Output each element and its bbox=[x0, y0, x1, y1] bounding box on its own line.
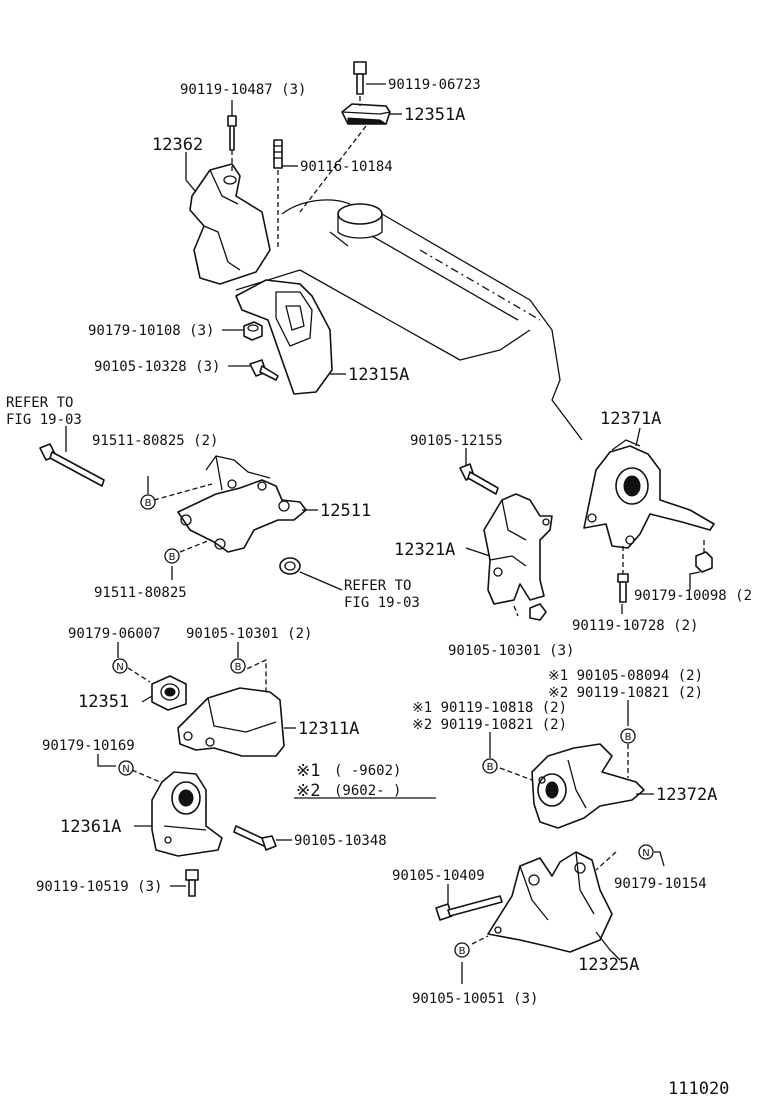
stud-90116-10184 bbox=[273, 139, 283, 169]
label-12511: 12511 bbox=[320, 501, 371, 521]
label-90119-10728: 90119-10728 (2) bbox=[572, 618, 698, 634]
bolt-90119-10487 bbox=[227, 115, 237, 151]
label-90179-10154: 90179-10154 bbox=[614, 876, 707, 892]
label-90119-10519: 90119-10519 (3) bbox=[36, 879, 162, 895]
svg-text:N: N bbox=[116, 662, 123, 673]
engine-block bbox=[235, 199, 583, 441]
badge-b-3: B bbox=[230, 658, 246, 674]
note-range-2: (9602- ) bbox=[334, 783, 401, 799]
badge-b-2: B bbox=[164, 548, 180, 564]
label-91511-80825-2: 91511-80825 (2) bbox=[92, 433, 218, 449]
label-90105-10409: 90105-10409 bbox=[392, 868, 485, 884]
bolt-91511-80825-long bbox=[39, 443, 105, 487]
label-90179-10108: 90179-10108 (3) bbox=[88, 323, 214, 339]
note-range-1: ( -9602) bbox=[334, 763, 401, 779]
bracket-12321A bbox=[483, 493, 553, 605]
badge-n-2: N bbox=[118, 760, 134, 776]
svg-text:B: B bbox=[169, 552, 176, 563]
bushing-12351 bbox=[151, 675, 187, 711]
badge-n-1: N bbox=[112, 658, 128, 674]
label-90105-10348: 90105-10348 bbox=[294, 833, 387, 849]
label-12325A: 12325A bbox=[578, 955, 639, 975]
label-12362: 12362 bbox=[152, 135, 203, 155]
label-90105-10051: 90105-10051 (3) bbox=[412, 991, 538, 1007]
mount-12371A bbox=[583, 439, 715, 549]
svg-text:B: B bbox=[459, 946, 466, 957]
bracket-12511 bbox=[177, 455, 307, 553]
bracket-12311A bbox=[177, 687, 285, 757]
bushing-refer bbox=[279, 557, 301, 575]
nut-90179-10098 bbox=[695, 551, 713, 573]
label-90179-10098: 90179-10098 (2 bbox=[634, 588, 752, 604]
label-12311A: 12311A bbox=[298, 719, 359, 739]
svg-text:N: N bbox=[122, 764, 129, 775]
label-refer-to-2: REFER TO bbox=[344, 578, 411, 594]
svg-text:N: N bbox=[642, 848, 649, 859]
nut-90105-10301-3 bbox=[529, 603, 547, 621]
bolt-90119-06723 bbox=[353, 61, 367, 95]
badge-b-5: B bbox=[482, 758, 498, 774]
label-90116-10184: 90116-10184 bbox=[300, 159, 393, 175]
label-91511-80825: 91511-80825 bbox=[94, 585, 187, 601]
label-90105-12155: 90105-12155 bbox=[410, 433, 503, 449]
label-12351: 12351 bbox=[78, 692, 129, 712]
label-12351A: 12351A bbox=[404, 105, 465, 125]
label-90179-10169: 90179-10169 bbox=[42, 738, 135, 754]
bolt-90105-10328 bbox=[249, 359, 279, 381]
mount-12361A bbox=[151, 771, 223, 857]
label-90105-10301-3: 90105-10301 (3) bbox=[448, 643, 574, 659]
svg-text:B: B bbox=[625, 732, 632, 743]
label-fig-19-03-1: FIG 19-03 bbox=[6, 412, 82, 428]
bracket-12362 bbox=[189, 163, 271, 285]
svg-text:B: B bbox=[145, 498, 152, 509]
label-90119-06723: 90119-06723 bbox=[388, 77, 481, 93]
mount-12315A bbox=[235, 279, 333, 395]
label-refer-to-1: REFER TO bbox=[6, 395, 73, 411]
note-mark-1: ※1 bbox=[296, 761, 320, 781]
label-12361A: 12361A bbox=[60, 817, 121, 837]
label-90119-10818: ※1 90119-10818 (2) bbox=[412, 700, 567, 716]
label-12315A: 12315A bbox=[348, 365, 409, 385]
bolt-90119-10728 bbox=[617, 573, 629, 603]
label-90119-10487: 90119-10487 (3) bbox=[180, 82, 306, 98]
label-90119-10821-a: ※2 90119-10821 (2) bbox=[548, 685, 703, 701]
bolt-90105-10409 bbox=[435, 895, 503, 921]
bolt-90105-12155 bbox=[459, 463, 499, 495]
label-12321A: 12321A bbox=[394, 540, 455, 560]
badge-n-3: N bbox=[638, 844, 654, 860]
bolt-90119-10519 bbox=[185, 869, 199, 897]
note-mark-2: ※2 bbox=[296, 781, 320, 801]
svg-text:B: B bbox=[487, 762, 494, 773]
bolt-90105-10348 bbox=[233, 825, 277, 851]
badge-b-6: B bbox=[454, 942, 470, 958]
bracket-12325A bbox=[487, 851, 613, 953]
badge-b-4: B bbox=[620, 728, 636, 744]
leader-lines bbox=[65, 83, 701, 984]
label-fig-19-03-2: FIG 19-03 bbox=[344, 595, 420, 611]
label-12371A: 12371A bbox=[600, 409, 661, 429]
mount-12372A bbox=[531, 743, 645, 829]
svg-text:B: B bbox=[235, 662, 242, 673]
block-12351A bbox=[341, 103, 391, 125]
nut-90179-10108 bbox=[243, 321, 263, 341]
label-12372A: 12372A bbox=[656, 785, 717, 805]
label-90179-06007: 90179-06007 bbox=[68, 626, 161, 642]
label-90105-08094: ※1 90105-08094 (2) bbox=[548, 668, 703, 684]
label-90105-10328: 90105-10328 (3) bbox=[94, 359, 220, 375]
label-90119-10821-b: ※2 90119-10821 (2) bbox=[412, 717, 567, 733]
label-90105-10301-2: 90105-10301 (2) bbox=[186, 626, 312, 642]
figure-number: 111020 bbox=[668, 1079, 729, 1099]
badge-b-1: B bbox=[140, 494, 156, 510]
